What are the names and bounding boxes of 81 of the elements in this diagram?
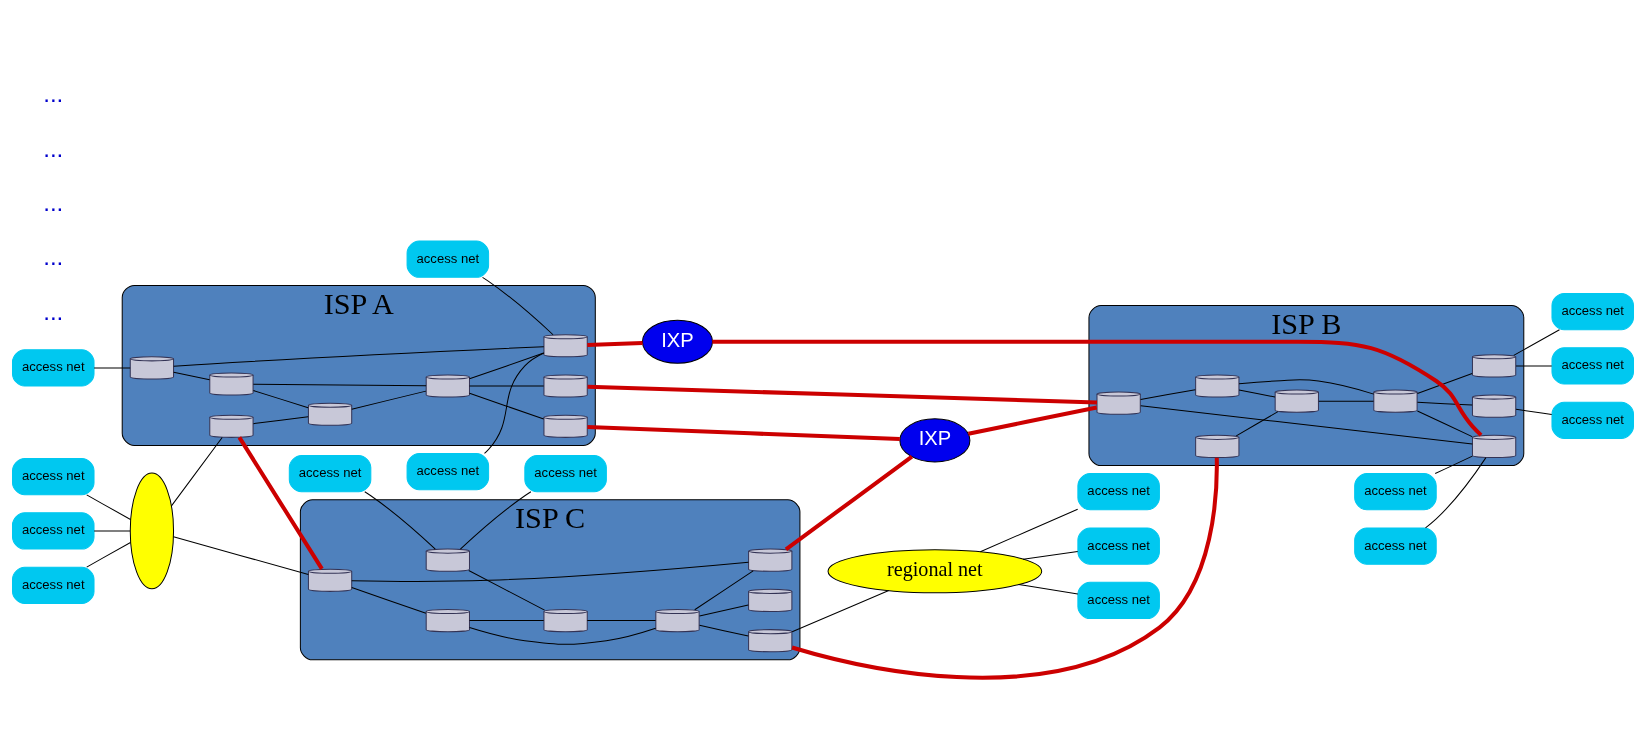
connector	[1416, 401, 1473, 406]
connector	[1416, 410, 1473, 438]
node-box: access net	[1354, 473, 1437, 511]
cluster: ISP A	[121, 284, 596, 446]
connector	[1416, 373, 1473, 394]
connector	[967, 405, 1098, 436]
node-box: access net	[406, 240, 490, 278]
connector	[1022, 551, 1079, 560]
connector	[1238, 389, 1276, 398]
connector	[1425, 457, 1487, 529]
connector	[1318, 400, 1375, 402]
connector	[459, 491, 532, 550]
node-ellipse: regional net	[827, 549, 1043, 594]
node-box: access net	[1077, 527, 1160, 565]
connector	[170, 436, 223, 507]
cluster: ISP B	[1088, 305, 1525, 467]
connector	[469, 620, 545, 622]
connector	[93, 530, 131, 532]
label: ...	[43, 134, 64, 162]
node-box: access net	[1551, 347, 1634, 385]
node-box: access net	[524, 455, 607, 493]
connector	[791, 590, 890, 633]
node-box: access net	[1077, 581, 1160, 620]
connector	[237, 436, 324, 570]
connector	[252, 383, 427, 387]
connector	[173, 371, 211, 381]
connector	[979, 508, 1079, 553]
connector	[351, 390, 427, 410]
node-box: access net	[12, 349, 95, 387]
node-box: access net	[1354, 527, 1437, 565]
node-ellipse: IXP	[899, 418, 971, 463]
connector	[784, 454, 914, 551]
connector	[172, 536, 309, 576]
connector	[712, 339, 1483, 437]
connector	[468, 570, 546, 611]
node-box: access net	[12, 566, 95, 604]
connector	[1238, 379, 1375, 395]
connector	[252, 416, 309, 425]
node-ellipse: IXP	[641, 319, 713, 364]
node-box: access net	[1551, 401, 1634, 439]
connector	[694, 570, 754, 611]
connector	[469, 627, 657, 645]
connector	[1140, 405, 1473, 445]
label: ...	[43, 189, 64, 217]
connector	[469, 385, 545, 387]
connector	[86, 494, 131, 520]
connector	[1140, 389, 1196, 400]
connector	[1513, 329, 1560, 356]
connector	[252, 390, 309, 409]
label: ...	[43, 297, 64, 325]
cluster: ISP C	[299, 499, 801, 661]
connector	[482, 276, 554, 336]
node-ellipse	[129, 472, 175, 590]
connector	[86, 541, 131, 568]
connector	[173, 346, 545, 367]
connector	[1515, 365, 1553, 367]
connector	[1515, 408, 1553, 415]
connector	[1018, 584, 1079, 595]
connector	[351, 561, 749, 582]
connector	[93, 367, 131, 369]
node-box: access net	[1077, 473, 1160, 511]
connector	[1434, 455, 1473, 475]
connector	[587, 384, 1098, 405]
node-box: access net	[12, 458, 95, 496]
connector	[587, 341, 643, 348]
connector	[364, 491, 436, 550]
connector	[1235, 411, 1279, 437]
node-box: access net	[1551, 292, 1634, 331]
connector	[483, 352, 545, 454]
label: ...	[43, 243, 64, 271]
connector	[469, 392, 545, 420]
node-box: access net	[288, 455, 372, 493]
node-box: access net	[406, 452, 490, 491]
connector	[586, 620, 657, 622]
connector	[351, 587, 427, 614]
node-box: access net	[12, 512, 95, 550]
connector	[699, 604, 749, 617]
connector	[791, 457, 1219, 680]
label: ...	[43, 80, 64, 108]
connector	[699, 624, 749, 637]
connector	[587, 425, 900, 442]
